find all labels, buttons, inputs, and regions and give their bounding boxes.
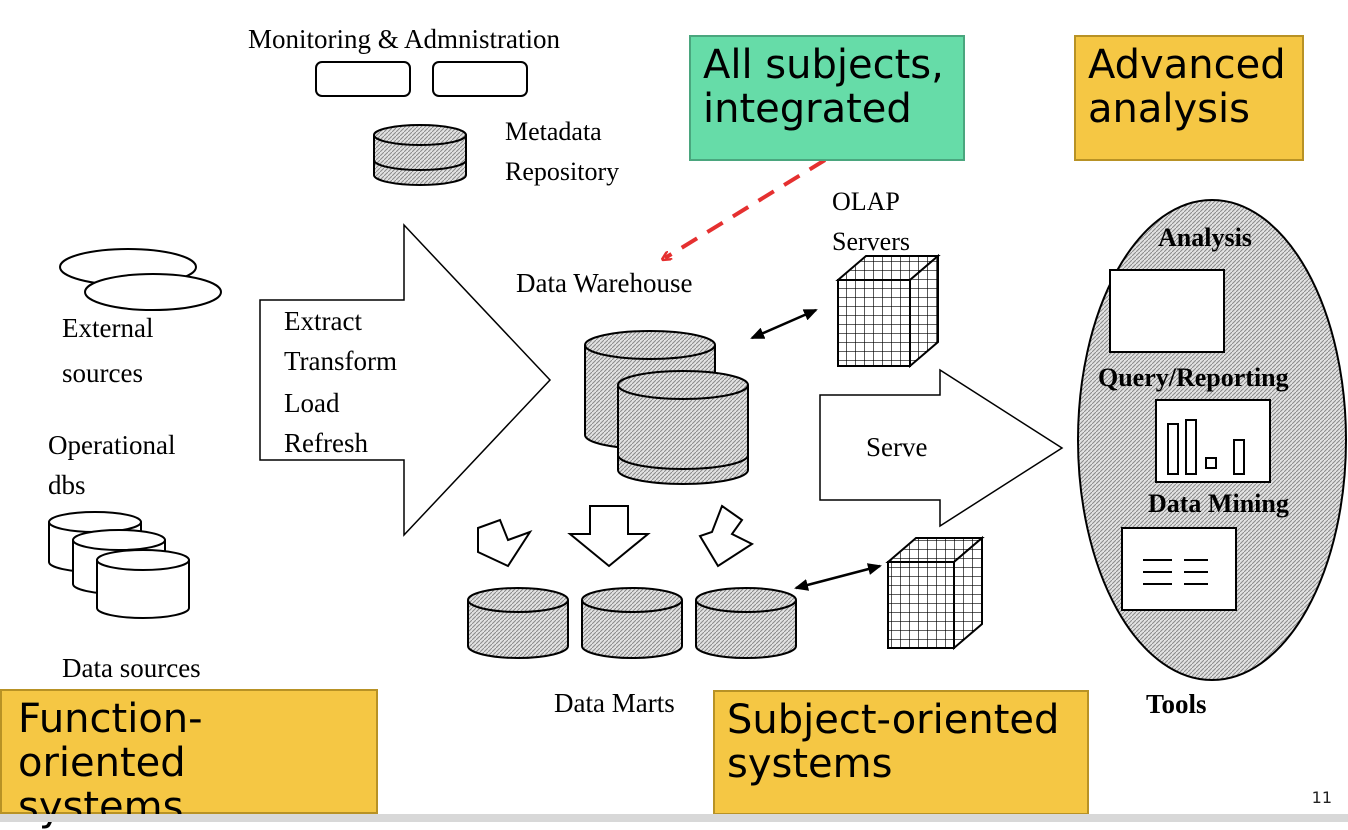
etl-refresh-label: Refresh	[284, 428, 368, 458]
warehouse-olap-arrow	[750, 308, 818, 340]
query-reporting-label: Query/Reporting	[1098, 363, 1289, 392]
etl-load-label: Load	[284, 388, 340, 418]
etl-extract-label: Extract	[284, 306, 362, 336]
data-mart-cylinder-1	[467, 587, 569, 659]
etl-arrow	[259, 223, 552, 537]
operational-db-cylinder-3	[96, 549, 190, 619]
subject-line2: systems	[727, 741, 893, 787]
all-subjects-line2: integrated	[703, 86, 912, 132]
data-warehouse-cylinder-front	[617, 370, 749, 485]
olap-cube-bottom	[885, 535, 985, 651]
document-icon	[1121, 527, 1237, 611]
serve-arrow	[819, 368, 1064, 528]
data-warehouse-label: Data Warehouse	[516, 268, 693, 298]
mart-arrow-right	[698, 504, 755, 568]
external-label-line2: sources	[62, 358, 143, 388]
data-marts-label: Data Marts	[554, 688, 675, 718]
metadata-label-line2: Repository	[505, 157, 619, 186]
subject-line1: Subject-oriented	[727, 697, 1060, 743]
function-line2: systems	[18, 784, 184, 830]
metadata-label-line1: Metadata	[505, 117, 602, 146]
data-sources-label: Data sources	[62, 653, 201, 683]
monitoring-box-1	[315, 61, 411, 97]
all-subjects-line1: All subjects,	[703, 42, 944, 88]
etl-transform-label: Transform	[284, 346, 397, 376]
monitoring-label: Monitoring & Admnistration	[248, 24, 561, 54]
data-mining-label: Data Mining	[1148, 489, 1289, 518]
olap-label-line1: OLAP	[832, 187, 900, 216]
olap-cube-top	[835, 253, 941, 369]
advanced-analysis-callout: Advanced analysis	[1074, 35, 1304, 161]
operational-label-line2: dbs	[48, 470, 86, 500]
data-mart-cylinder-2	[581, 587, 683, 659]
mart-arrow-left	[477, 518, 533, 568]
serve-label: Serve	[866, 432, 927, 462]
integrated-pointer-arrow	[665, 158, 827, 258]
operational-label-line1: Operational	[48, 430, 175, 460]
advanced-line1: Advanced	[1088, 42, 1286, 88]
olap-label-line2: Servers	[832, 227, 910, 256]
function-line1: Function-oriented	[18, 696, 203, 786]
external-label-line1: External	[62, 313, 153, 343]
tools-label: Tools	[1146, 689, 1207, 719]
subject-oriented-callout: Subject-oriented systems	[713, 690, 1089, 815]
analysis-window-icon	[1109, 269, 1225, 353]
all-subjects-callout: All subjects, integrated	[689, 35, 965, 161]
function-oriented-callout: Function-oriented systems	[0, 689, 378, 829]
bottom-strip	[0, 814, 1348, 822]
metadata-repository-cylinder	[373, 124, 467, 186]
marts-olap-arrow	[794, 563, 882, 591]
data-mart-cylinder-3	[695, 587, 797, 659]
advanced-line2: analysis	[1088, 86, 1250, 132]
external-source-ellipse-2	[84, 273, 222, 311]
mart-arrow-center	[567, 505, 651, 568]
monitoring-box-2	[432, 61, 528, 97]
page-number: 11	[1311, 788, 1332, 807]
analysis-label: Analysis	[1158, 223, 1252, 252]
bar-chart-icon	[1155, 399, 1271, 483]
